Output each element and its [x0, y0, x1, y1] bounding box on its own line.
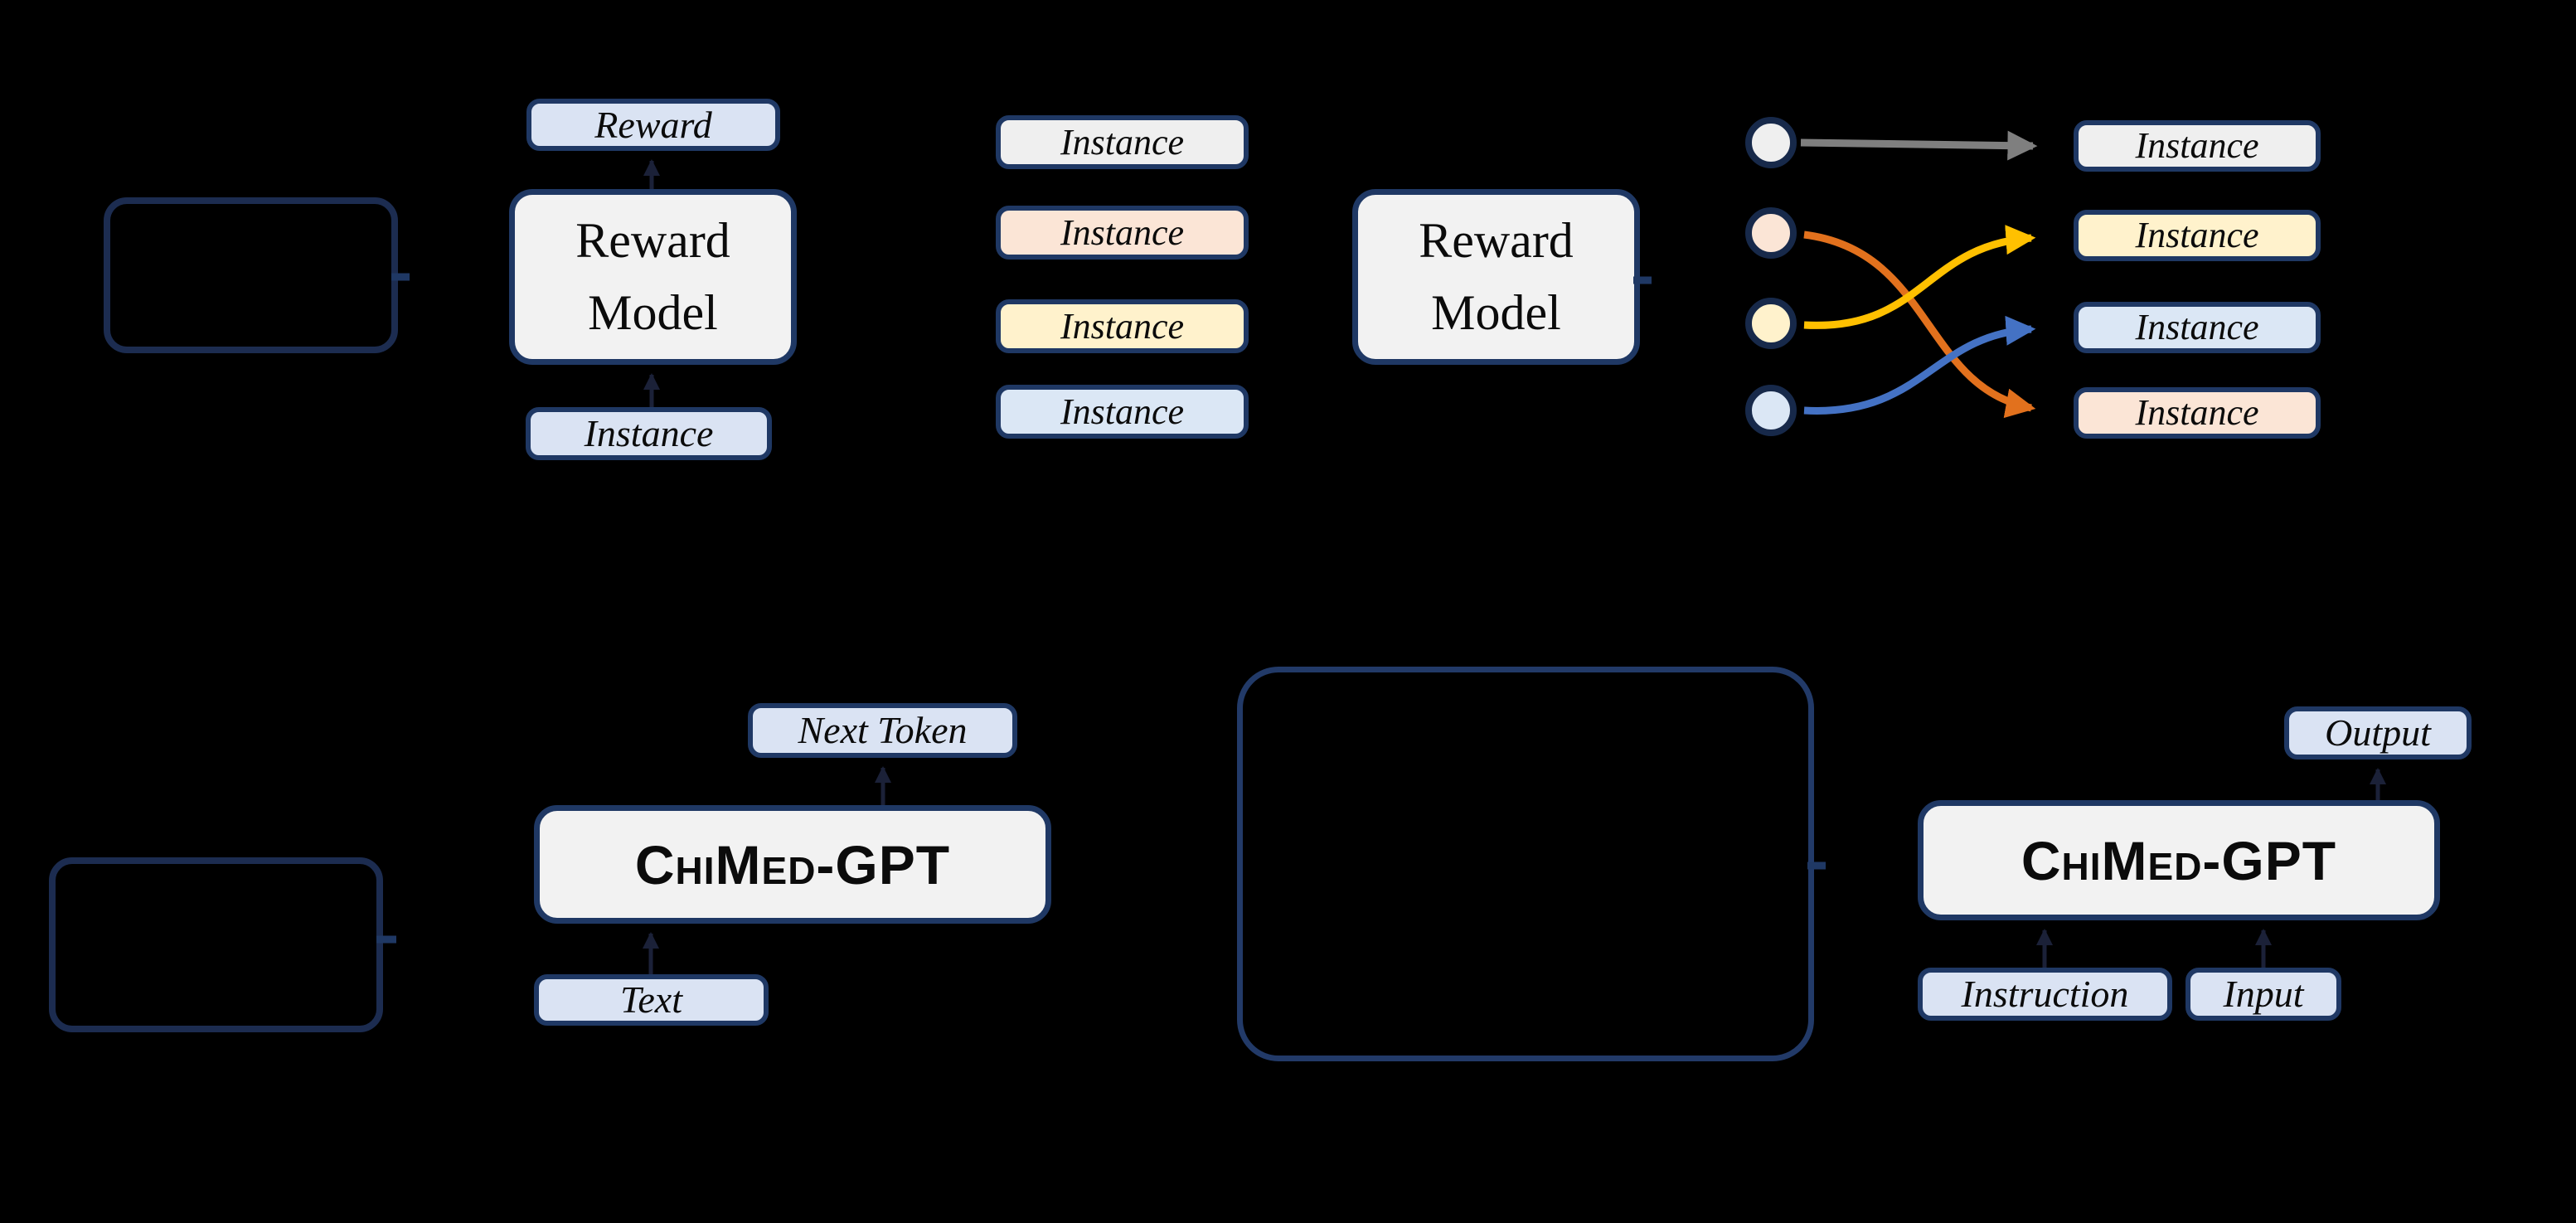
ranked-instance-gray-text: Instance — [2135, 125, 2259, 166]
arrow-gray-score-to-instance — [1800, 130, 2038, 161]
instruction-label-text: Instruction — [1961, 973, 2129, 1015]
ranked-instance-yellow: Instance — [2074, 210, 2321, 261]
reward-label-text: Reward — [594, 103, 712, 146]
data-box-bottom-left — [49, 857, 383, 1032]
reward-label: Reward — [526, 99, 780, 151]
reward-model-box-1: Reward Model — [509, 189, 797, 365]
stack-instance-blue-text: Instance — [1060, 391, 1185, 432]
score-circle-peach — [1745, 207, 1797, 259]
stack-instance-yellow: Instance — [996, 299, 1249, 353]
ranked-instance-peach: Instance — [2074, 387, 2321, 439]
arrow-orange-score-to-instance — [1803, 231, 2036, 419]
instruction-label: Instruction — [1918, 968, 2172, 1021]
score-circle-yellow — [1745, 298, 1797, 349]
instance-input-label-text: Instance — [584, 412, 714, 454]
instance-input-label: Instance — [526, 407, 772, 460]
stack-instance-yellow-text: Instance — [1060, 305, 1185, 347]
arrow-blue-score-to-instance — [1803, 315, 2036, 415]
stack-instance-gray-text: Instance — [1060, 121, 1185, 163]
reward-model-1-text: Reward Model — [575, 213, 730, 340]
score-circle-blue — [1745, 385, 1797, 436]
stack-instance-peach-text: Instance — [1060, 211, 1185, 253]
reward-model-2-text: Reward Model — [1419, 213, 1574, 340]
data-box-top-left — [104, 197, 398, 353]
chimed-gpt-2-text: ChiMed-GPT — [2021, 829, 2337, 891]
ranked-instance-gray: Instance — [2074, 120, 2321, 172]
chimed-gpt-box-2: ChiMed-GPT — [1918, 800, 2440, 920]
stack-instance-gray: Instance — [996, 115, 1249, 169]
stack-instance-peach: Instance — [996, 206, 1249, 260]
text-label-text: Text — [620, 978, 682, 1021]
text-label: Text — [534, 974, 769, 1026]
ranked-instance-blue-text: Instance — [2135, 307, 2259, 347]
next-token-label-text: Next Token — [798, 709, 968, 751]
output-label: Output — [2284, 706, 2472, 760]
reward-model-box-2: Reward Model — [1352, 189, 1640, 365]
ranked-instance-blue: Instance — [2074, 302, 2321, 353]
ranked-instance-peach-text: Instance — [2135, 392, 2259, 433]
input-label: Input — [2185, 968, 2341, 1021]
arrow-yellow-score-to-instance — [1803, 225, 2036, 329]
output-label-text: Output — [2325, 711, 2431, 754]
chimed-gpt-1-text: ChiMed-GPT — [634, 833, 951, 895]
next-token-label: Next Token — [748, 703, 1017, 758]
chimed-gpt-box-1: ChiMed-GPT — [534, 805, 1051, 924]
ranked-instance-yellow-text: Instance — [2135, 215, 2259, 255]
score-circle-gray — [1745, 117, 1797, 168]
large-panel-bottom-middle — [1237, 667, 1814, 1061]
stack-instance-blue: Instance — [996, 385, 1249, 439]
input-label-text: Input — [2223, 973, 2304, 1015]
